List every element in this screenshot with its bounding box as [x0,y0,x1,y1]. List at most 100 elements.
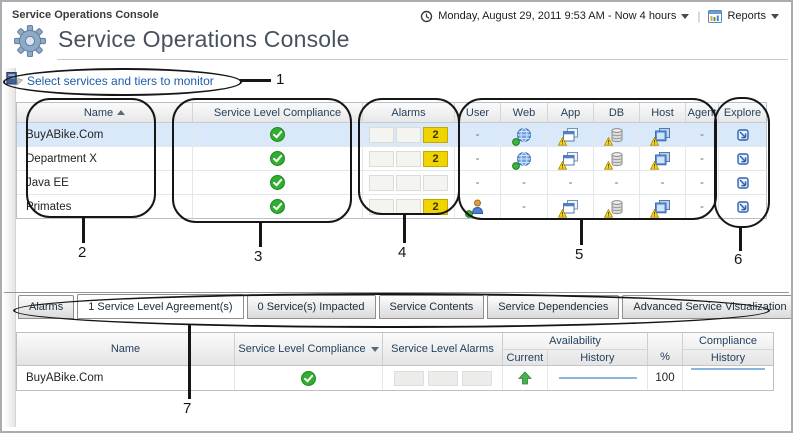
yellow-warning-triangle-icon [603,136,614,146]
cell-web: - [501,171,548,194]
alarm-count-badge[interactable]: 2 [423,150,448,167]
callout-line-2 [82,216,85,243]
alarm-empty-box [423,174,448,191]
select-services-link[interactable]: Select services and tiers to monitor [27,74,214,88]
service-row-primates[interactable]: Primates 2 - - [17,195,766,218]
host-windows-icon [649,198,671,218]
sla-column-current[interactable]: Current [503,350,548,365]
no-data-indicator: - [475,128,480,141]
sla-column-alarms[interactable]: Service Level Alarms [383,333,503,365]
sla-column-percent[interactable]: % [648,333,683,365]
sort-descending-icon [370,346,379,352]
availability-group-label: Availability [503,333,647,350]
cell-compliance [193,147,363,170]
yellow-warning-triangle-icon [557,136,568,146]
tab-service-contents[interactable]: Service Contents [378,295,485,319]
header-controls: Monday, August 29, 2011 9:53 AM - Now 4 … [420,9,779,23]
cell-name: Primates [17,195,193,218]
main-col-name[interactable]: Name [17,103,193,122]
explore-drilldown-button[interactable] [736,128,750,142]
cell-app: - [548,171,594,194]
availability-history-sparkline [558,377,637,379]
title-divider [57,59,788,60]
no-data-indicator: - [522,176,526,189]
callout-line-3 [259,221,262,247]
main-col-db[interactable]: DB [594,103,640,122]
no-data-indicator: - [475,176,480,189]
alarm-count-badge[interactable]: 2 [423,198,448,215]
alarm-count-badge[interactable]: 2 [423,126,448,143]
no-data-indicator: - [700,152,704,165]
sla-column-compliance[interactable]: Service Level Compliance [235,333,383,365]
service-name: Primates [26,200,72,213]
alarm-empty-box [396,198,421,215]
chevron-down-icon[interactable] [681,13,690,19]
main-col-agent[interactable]: Agent [686,103,719,122]
collapsed-panel-strip[interactable] [4,68,16,427]
main-col-host[interactable]: Host [640,103,686,122]
green-check-circle-icon [269,150,286,167]
green-check-circle-icon [301,370,316,386]
reports-menu[interactable]: Reports [727,10,766,22]
explore-drilldown-button[interactable] [736,200,750,214]
cell-agent: - [686,171,719,194]
alarm-empty-box [369,126,394,143]
tab-advanced-service-visualization[interactable]: Advanced Service Visualization [622,295,791,319]
clock-icon [420,10,433,23]
cell-explore [719,195,766,218]
chevron-down-icon[interactable] [771,13,779,19]
sla-column-name[interactable]: Name [17,333,235,365]
cell-user: - [455,123,501,146]
compliance-group-label: Compliance [683,333,773,350]
tabs-divider [4,292,789,293]
explore-drilldown-button[interactable] [736,176,750,190]
main-col-user[interactable]: User [455,103,501,122]
cell-alarms [363,171,455,194]
cell-user: - [455,171,501,194]
yellow-warning-triangle-icon [603,160,614,170]
cell-explore [719,171,766,194]
callout-number-6: 6 [734,251,743,268]
main-col-app[interactable]: App [548,103,594,122]
cell-name: BuyABike.Com [17,123,193,146]
main-col-web[interactable]: Web [501,103,548,122]
time-range-selector[interactable]: Monday, August 29, 2011 9:53 AM - Now 4 … [438,10,677,22]
alarm-empty-box [369,174,394,191]
service-name: Java EE [26,176,69,189]
green-status-dot [511,162,520,170]
tab-alarms[interactable]: Alarms [18,295,75,319]
alarm-empty-box [396,126,421,143]
cell-agent: - [686,195,719,218]
alarm-empty-box [396,150,421,167]
database-cylinder-icon [603,126,625,146]
sla-row-buyabike[interactable]: BuyABike.Com 100 [17,366,773,390]
sla-service-name: BuyABike.Com [26,372,104,384]
sla-column-compliance-history[interactable]: History [710,351,746,364]
tab-0-service-s-impacted[interactable]: 0 Service(s) Impacted [246,295,376,319]
tab-service-dependencies[interactable]: Service Dependencies [487,295,620,319]
tab-1-service-level-agreement-s[interactable]: 1 Service Level Agreement(s) [77,294,244,319]
callout-line-1 [240,79,271,82]
main-col-alarms[interactable]: Alarms [363,103,455,122]
no-data-indicator: - [660,176,665,189]
page-title: Service Operations Console [58,26,350,52]
alarm-empty-box [393,370,424,386]
callout-number-4: 4 [398,244,407,261]
sla-group-compliance: Compliance History [683,333,773,365]
cell-host [640,147,686,170]
service-row-java-ee[interactable]: Java EE------ [17,171,766,195]
no-data-indicator: - [568,176,573,189]
no-data-indicator: - [522,200,526,213]
cell-host: - [640,171,686,194]
panel-list-icon[interactable] [6,71,24,91]
callout-line-5 [580,218,583,245]
main-col-explore[interactable]: Explore [723,106,762,119]
main-col-service-level-compliance[interactable]: Service Level Compliance [193,103,363,122]
sla-column-availability-history[interactable]: History [580,351,615,364]
yellow-warning-triangle-icon [603,208,614,218]
explore-drilldown-button[interactable] [736,152,750,166]
